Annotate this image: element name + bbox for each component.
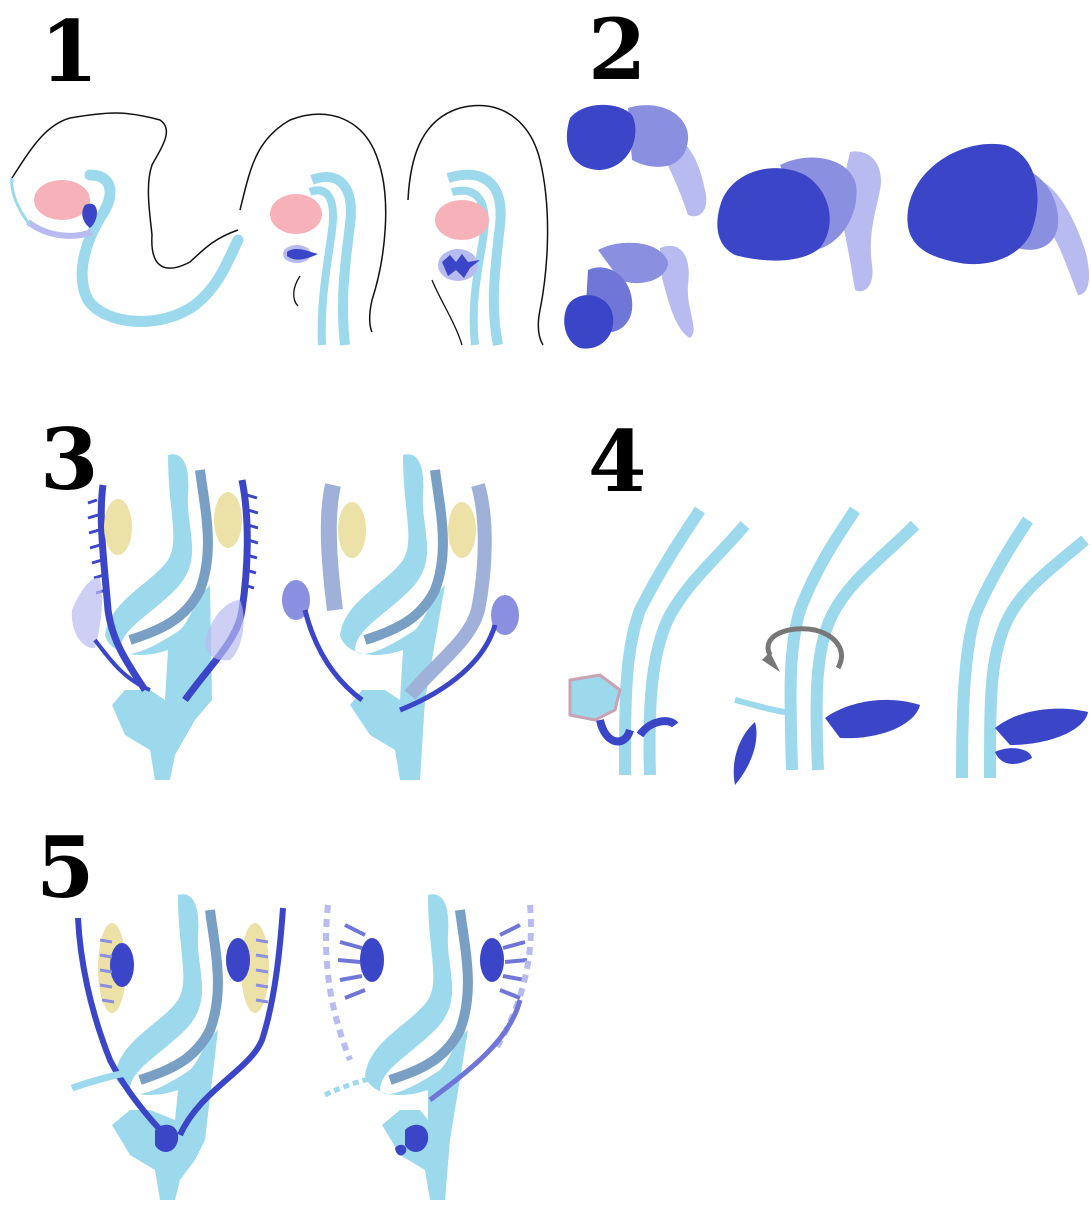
tube-b-arrow [768, 629, 841, 668]
embryo-a-heart [34, 180, 90, 220]
p5l-left-node [110, 943, 134, 987]
mass-d-head [907, 144, 1037, 264]
embryo-b-outline-lower [294, 276, 300, 306]
panel-1-figures [12, 106, 548, 345]
p5r-left-node [360, 938, 384, 982]
mass-c [717, 151, 881, 291]
p3r-left-gonad [338, 502, 366, 558]
embryo-a-base [28, 222, 92, 236]
tube-a-bud [600, 720, 675, 741]
tube-b-small-organ [734, 722, 757, 785]
p3l-right-haze [205, 600, 244, 660]
embryo-a-edge [12, 178, 30, 225]
embryo-b [240, 114, 386, 345]
panel-4-figures [570, 510, 1088, 785]
tube-c-small-organ [995, 748, 1032, 764]
p5r-right-rays [500, 925, 527, 998]
p3r-left-duct [329, 485, 335, 610]
p5r-right-node [480, 938, 504, 982]
mass-a-mid [628, 105, 688, 167]
mass-d [907, 144, 1089, 295]
tube-b-large-organ [825, 700, 920, 738]
tube-set-c [962, 520, 1088, 778]
p5l-right-node [226, 938, 250, 982]
tube-a-loop [570, 675, 620, 720]
tube-c-large-organ [995, 709, 1088, 745]
panel-3-left [72, 454, 258, 780]
p5r-left-dashed [326, 905, 350, 1060]
embryo-b-bud [287, 249, 318, 260]
tube-b-branch [735, 700, 785, 712]
p3l-left-gonad [104, 499, 132, 555]
panel-5-left [72, 894, 283, 1200]
mass-b [564, 243, 693, 349]
embryo-c-heart [435, 200, 489, 240]
mass-a [567, 105, 706, 216]
embryo-b-heart [270, 194, 322, 234]
mass-c-head [717, 168, 829, 260]
panel-5-right [325, 894, 531, 1200]
tube-set-b [734, 510, 920, 785]
embryo-c-outline-lower [432, 280, 462, 345]
mass-a-head [567, 105, 636, 170]
p3r-right-gonad [448, 502, 476, 558]
embryo-a [12, 113, 238, 321]
p3l-right-gonad [214, 492, 242, 548]
mass-b-head [564, 295, 613, 348]
panel-2-figures [564, 105, 1089, 349]
panel-3-right [282, 454, 519, 780]
embryo-c [408, 106, 548, 345]
tube-b-arrow-head [762, 652, 780, 672]
embryo-a-tube [82, 175, 238, 321]
tube-set-a [570, 510, 745, 775]
p3l-left-haze [72, 578, 102, 649]
